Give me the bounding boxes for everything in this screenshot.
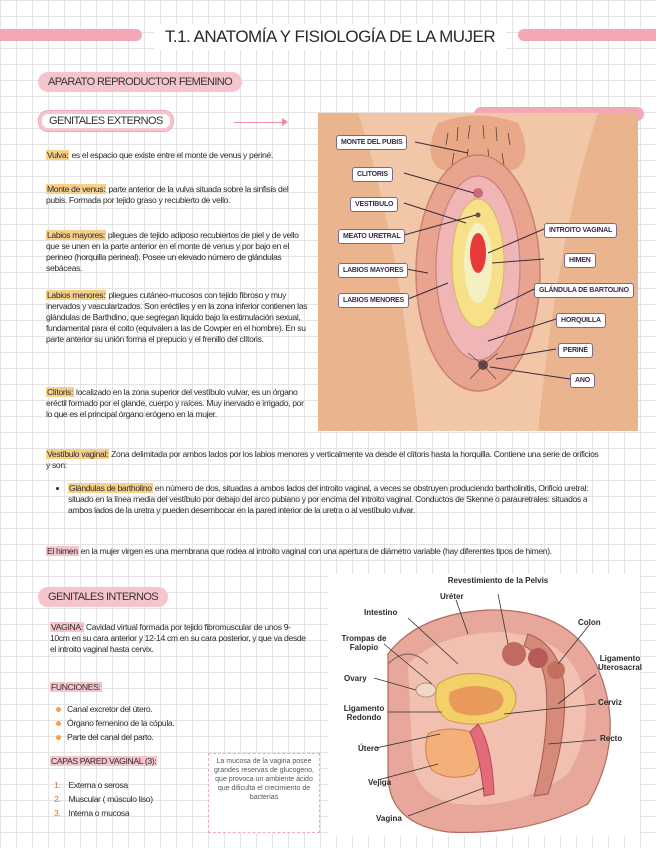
label-meato-uretral: MEATO URETRAL <box>338 229 406 244</box>
para-vestibulo: Vestíbulo vaginal: Zona delimitada por a… <box>46 449 602 518</box>
label-ureter: Uréter <box>440 592 464 601</box>
para-labios-mayores: Labios mayores: pliegues de tejido adipo… <box>46 230 299 273</box>
list-item: Glándulas de bartholino en número de dos… <box>68 483 602 516</box>
section-heading-main: APARATO REPRODUCTOR FEMENINO <box>38 72 243 92</box>
term-vestibulo: Vestíbulo vaginal: <box>46 449 110 459</box>
label-lig-uterosacral: Ligamento Uterosacral <box>597 654 643 672</box>
diagram-externos: MONTE DEL PUBIS CLITORIS VESTIBULO MEATO… <box>318 107 644 431</box>
term-himen: El himen <box>46 546 79 556</box>
para-himen: El himen en la mujer virgen es una membr… <box>46 546 552 556</box>
header-bar-right <box>518 29 656 41</box>
label-glandula-bartolino: GLÁNDULA DE BARTOLINO <box>534 283 634 298</box>
label-vestibulo: VESTIBULO <box>350 197 399 212</box>
label-labios-menores: LABIOS MENORES <box>338 293 409 308</box>
label-monte-pubis: MONTE DEL PUBIS <box>336 135 408 150</box>
label-intestino: Intestino <box>364 608 398 617</box>
funciones-item-2: Órgano femenino de la cópula. <box>56 718 175 729</box>
label-colon: Colon <box>578 618 601 627</box>
bullet-dot <box>56 721 61 727</box>
pelvis-illustration <box>373 593 611 834</box>
label-perine: PERINÉ <box>558 343 593 358</box>
section-heading-internos: GENITALES INTERNOS <box>38 587 169 607</box>
section-heading-externos: GENITALES EXTERNOS <box>38 110 174 132</box>
para-vagina: VAGINA: Cavidad virtual formada por teji… <box>50 622 306 654</box>
label-ano: ANO <box>570 373 595 388</box>
arrow-head <box>282 118 288 126</box>
label-ovary: Ovary <box>344 674 367 683</box>
funciones-item-1: Canal excretor del útero. <box>56 704 153 715</box>
funciones-item-3: Parte del canal del parto. <box>56 732 154 743</box>
term-clitoris: Clítoris: <box>46 387 74 397</box>
term-labios-menores: Labios menores: <box>46 290 107 300</box>
page-title: T.1. ANATOMÍA Y FISIOLOGÍA DE LA MUJER <box>154 24 506 50</box>
para-clitoris: Clítoris: localizado en la zona superior… <box>46 387 304 419</box>
para-labios-menores: Labios menores: pliegues cutáneo-mucosos… <box>46 290 308 344</box>
label-vejiga: Vejiga <box>368 778 392 787</box>
para-monte: Monte de venus: parte anterior de la vul… <box>46 184 289 205</box>
bullet-dot <box>56 707 61 713</box>
para-vulva: Vulva: es el espacio que existe entre el… <box>46 150 273 160</box>
note-mucosa: La mucosa de la vagina posee grandes res… <box>208 753 320 833</box>
label-introito-vaginal: INTROITO VAGINAL <box>544 223 618 238</box>
header-bar-left <box>0 29 142 41</box>
label-himen: HIMEN <box>564 253 596 268</box>
label-clitoris: CLITORIS <box>352 167 393 182</box>
label-revestimiento: Revestimiento de la Pelvis <box>447 576 549 585</box>
label-trompas: Trompas de Falopio <box>341 634 387 652</box>
capas-item-1: 1.Externa o serosa <box>54 780 128 790</box>
term-labios-mayores: Labios mayores: <box>46 230 106 240</box>
term-vagina: VAGINA: <box>50 622 84 632</box>
capas-item-3: 3.Interna o mucosa <box>54 808 130 818</box>
label-horquilla: HORQUILLA <box>556 313 606 328</box>
label-recto: Recto <box>600 734 623 743</box>
capas-item-2: 2.Muscular ( músculo liso) <box>54 794 153 804</box>
term-vulva: Vulva: <box>46 150 70 160</box>
capas-heading: CAPAS PARED VAGINAL (3): <box>50 756 158 766</box>
bullet-dot <box>56 735 61 741</box>
label-utero: Útero <box>358 744 379 753</box>
label-vagina: Vagina <box>376 814 402 823</box>
term-monte: Monte de venus: <box>46 184 107 194</box>
arrow-decoration <box>234 122 286 123</box>
funciones-heading: FUNCIONES: <box>50 682 102 692</box>
label-labios-mayores: LABIOS MAYORES <box>338 263 409 278</box>
vestibulo-list: Glándulas de bartholino en número de dos… <box>46 483 602 516</box>
label-lig-redondo: Ligamento Redondo <box>343 704 385 722</box>
label-cerviz: Cerviz <box>598 698 623 707</box>
diagram-internos: Revestimiento de la Pelvis Uréter Intest… <box>328 574 642 836</box>
